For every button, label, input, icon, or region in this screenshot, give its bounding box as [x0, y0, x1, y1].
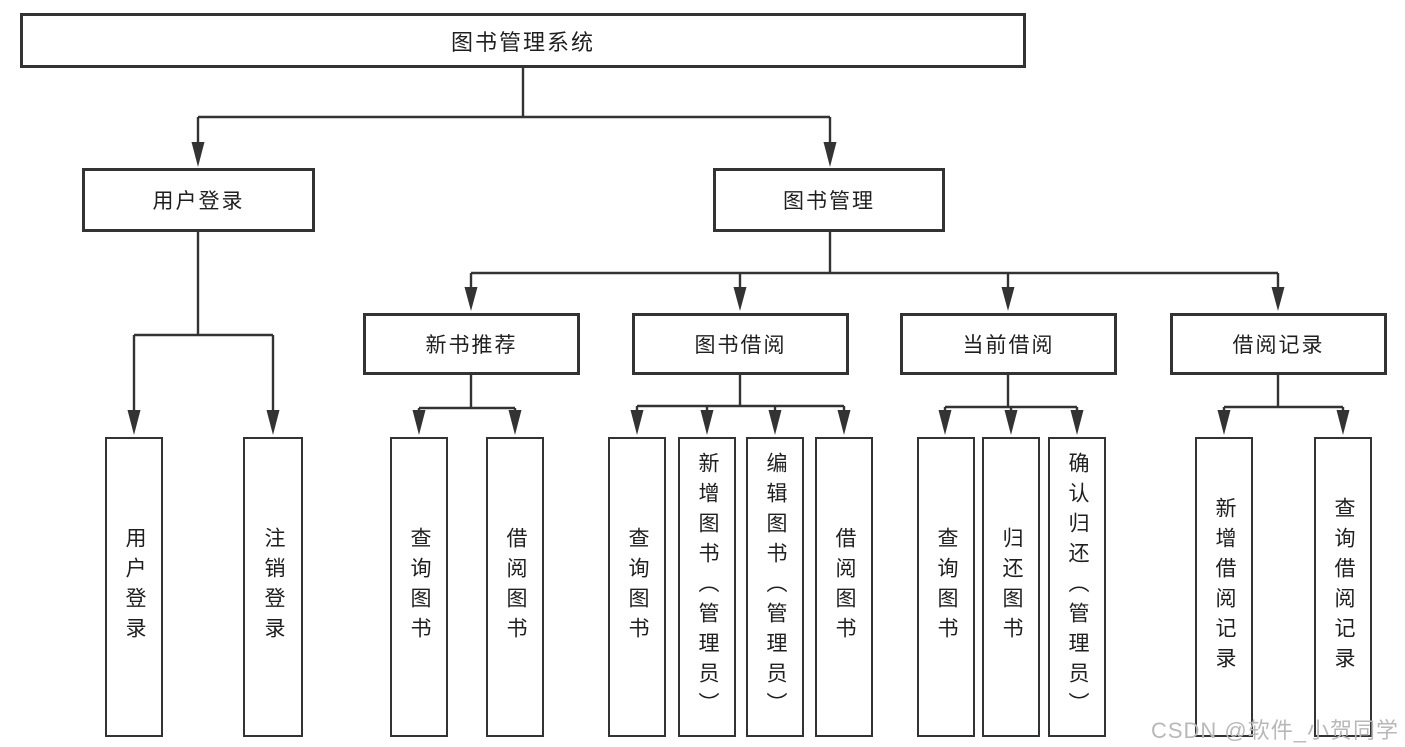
- leaf-add-book-admin: 新增图书（管理员）: [678, 437, 736, 737]
- leaf-query-borrow-record: 查询借阅记录: [1314, 437, 1372, 737]
- leaf-return-books: 归还图书: [982, 437, 1040, 737]
- leaf-edit-book-admin: 编辑图书（管理员）: [746, 437, 804, 737]
- node-user-login: 用户登录: [82, 168, 315, 232]
- leaf-logout: 注销登录: [243, 437, 303, 737]
- node-borrowing-records: 借阅记录: [1170, 313, 1387, 375]
- leaf-borrow-books-recommend: 借阅图书: [486, 437, 544, 737]
- leaf-query-books-current: 查询图书: [917, 437, 975, 737]
- leaf-add-borrow-record: 新增借阅记录: [1195, 437, 1253, 737]
- node-book-borrowing: 图书借阅: [632, 313, 849, 375]
- node-current-borrowing: 当前借阅: [900, 313, 1117, 375]
- leaf-query-books-borrowing: 查询图书: [608, 437, 666, 737]
- node-new-book-recommendation: 新书推荐: [363, 313, 580, 375]
- node-library-management-system: 图书管理系统: [20, 13, 1026, 68]
- leaf-confirm-return-admin: 确认归还（管理员）: [1048, 437, 1106, 737]
- node-book-management: 图书管理: [713, 168, 945, 232]
- leaf-user-login: 用户登录: [105, 437, 163, 737]
- csdn-watermark: CSDN @软件_小贺同学: [1150, 718, 1399, 743]
- leaf-query-books-recommend: 查询图书: [390, 437, 448, 737]
- leaf-borrow-books: 借阅图书: [815, 437, 873, 737]
